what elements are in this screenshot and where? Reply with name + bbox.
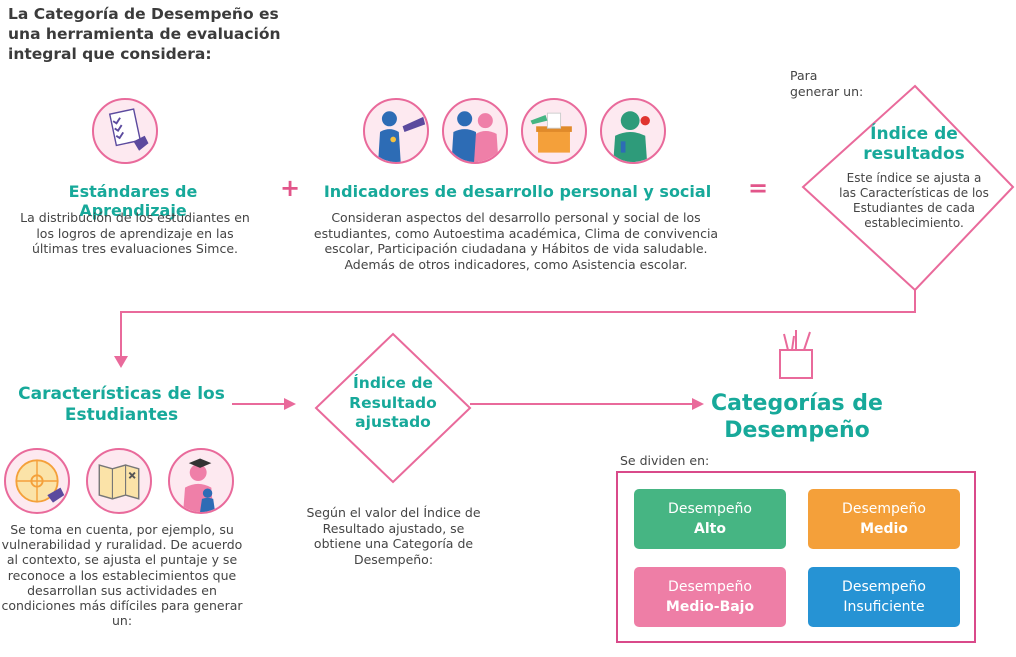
indicadores-body: Consideran aspectos del desarrollo perso… [313,210,719,272]
checklist-icon [92,98,158,164]
category-medio-bajo-line2: Medio-Bajo [665,599,755,615]
indice-resultados-title: Índice de resultados [863,124,965,164]
plus-sign: + [280,174,301,202]
category-medio-bajo-line1: Desempeño [668,579,752,595]
se-dividen-label: Se dividen en: [620,453,710,468]
graduate-icon [168,448,234,514]
category-alto-line2: Alto [694,521,726,537]
para-generar-label: Para generar un: [790,68,864,99]
vulnerability-icon [4,448,70,514]
indicadores-title: Indicadores de desarrollo personal y soc… [323,182,712,201]
vote-box-icon [521,98,587,164]
indice-ajustado-title: Índice de Resultado ajustado [349,374,437,431]
category-medio-line2: Medio [860,521,908,537]
estandares-body: La distribución de los estudiantes en lo… [20,210,250,256]
category-alto: Desempeño Alto [634,489,786,549]
caracteristicas-title: Características de los Estudiantes [18,384,225,425]
healthy-habits-icon [600,98,666,164]
categorias-frame [616,471,976,643]
rural-map-icon [86,448,152,514]
category-medio-line1: Desempeño [842,501,926,517]
indice-ajustado-body: Según el valor del Índice de Resultado a… [306,505,481,567]
caracteristicas-body: Se toma en cuenta, por ejemplo, su vulne… [1,522,243,629]
category-alto-line1: Desempeño [668,501,752,517]
school-climate-icon [442,98,508,164]
category-insuficiente: Desempeño Insuficiente [808,567,960,627]
category-medio-bajo: Desempeño Medio-Bajo [634,567,786,627]
indice-resultados-diamond [801,84,1015,292]
indice-resultados-body: Este índice se ajusta a las Característi… [839,171,989,230]
category-medio: Desempeño Medio [808,489,960,549]
categorias-title: Categorías de Desempeño [711,391,883,443]
equals-sign: = [748,174,769,202]
indice-ajustado-diamond [314,332,472,484]
intro-heading: La Categoría de Desempeño es una herrami… [8,5,281,63]
self-esteem-icon [363,98,429,164]
estandares-title: Estándares de Aprendizaje [68,182,198,220]
category-insuficiente-line2: Insuficiente [843,599,925,615]
pencil-cup-icon [779,330,813,379]
category-insuficiente-line1: Desempeño [842,579,926,595]
